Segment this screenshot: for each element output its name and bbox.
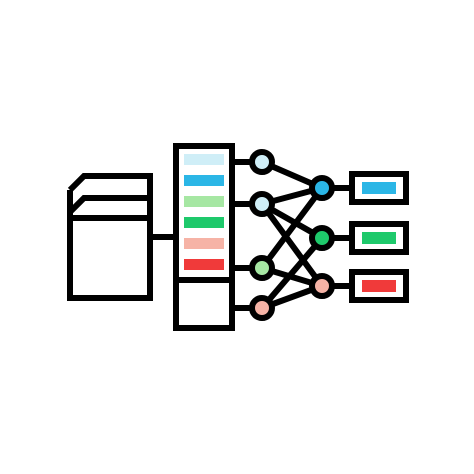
input-node-4: [249, 295, 275, 321]
feature-column: [173, 143, 235, 331]
feature-bar-3: [184, 196, 224, 207]
feature-bar-2: [184, 175, 224, 186]
hidden-to-output-links: [332, 185, 352, 289]
output-box-3-fill: [362, 280, 396, 292]
feature-bar-4: [184, 217, 224, 228]
hidden-nodes: [309, 175, 335, 299]
hidden-node-2: [309, 225, 335, 251]
hidden-node-1: [309, 175, 335, 201]
document-middle-page: [67, 195, 150, 215]
output-boxes: [349, 171, 409, 303]
feature-bar-5: [184, 238, 224, 249]
input-node-1: [249, 149, 275, 175]
document-stack-icon: [67, 173, 153, 301]
column-to-input-links: [232, 159, 252, 311]
input-node-2: [249, 191, 275, 217]
feature-bar-1: [184, 154, 224, 165]
output-box-1-fill: [362, 182, 396, 194]
document-front-page: [67, 215, 153, 301]
feature-bar-6: [184, 259, 224, 270]
input-nodes: [249, 149, 275, 321]
output-box-2-fill: [362, 232, 396, 244]
hidden-node-3: [309, 273, 335, 299]
input-node-3: [249, 255, 275, 281]
feature-column-frame: [173, 143, 235, 331]
